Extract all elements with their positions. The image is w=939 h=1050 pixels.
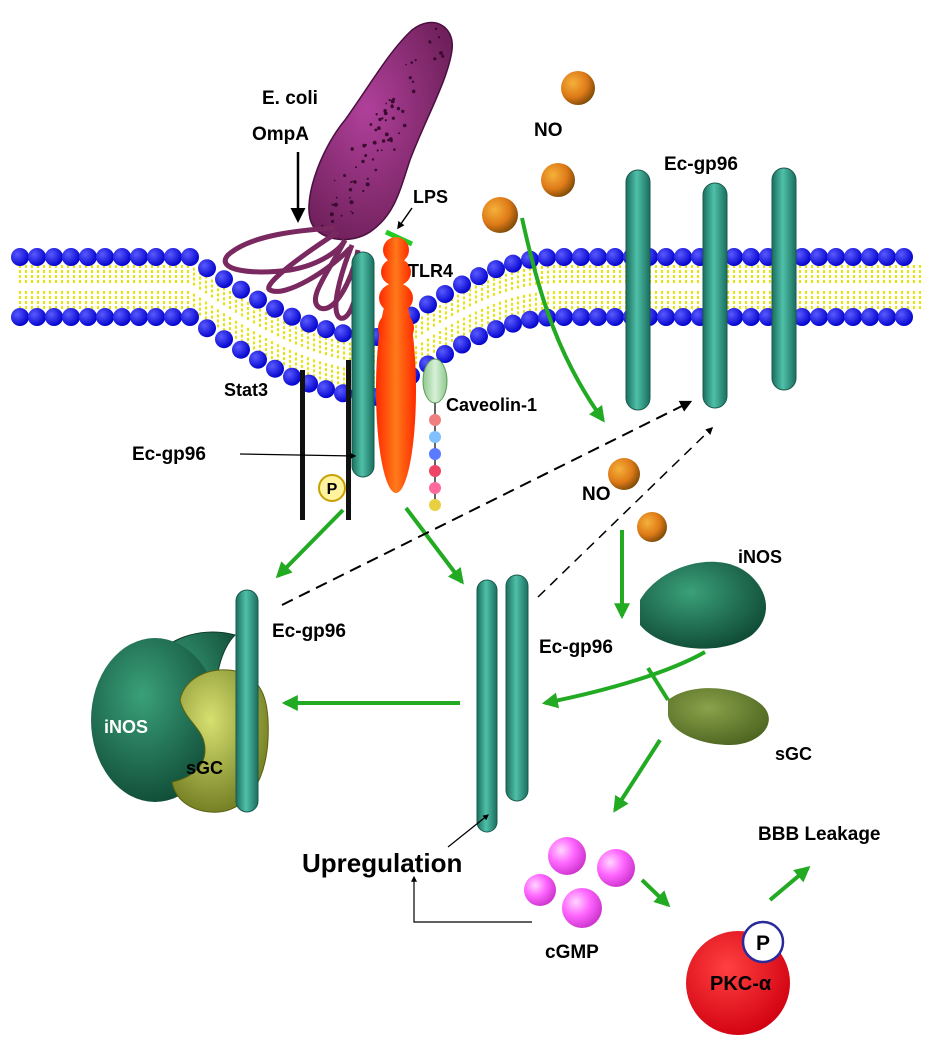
- tlr4-receptor: [376, 237, 416, 493]
- no-molecule-2: [541, 163, 575, 197]
- caveolin-1-protein: [422, 358, 448, 511]
- cgmp-feedback-arrow: [411, 875, 532, 923]
- stat3-phospho-badge: P: [318, 474, 346, 502]
- inhibition-mark: [646, 666, 670, 702]
- lps-label: LPS: [413, 187, 448, 207]
- dashed-arrow-long: [281, 400, 693, 606]
- dashed-arrow-short: [537, 426, 714, 598]
- pkc-phospho-p: P: [756, 932, 770, 955]
- ecgp96-left-cluster-label: Ec-gp96: [272, 621, 346, 642]
- pkc-phospho-badge: P: [741, 920, 785, 964]
- stat3-phospho-p: P: [327, 481, 338, 498]
- no-molecule-4: [608, 458, 640, 490]
- upregulation-arrow: [447, 814, 489, 848]
- sgc-left-label: sGC: [186, 758, 223, 778]
- upregulation-label: Upregulation: [302, 848, 462, 878]
- ecgp96-membrane-cylinder: [351, 251, 375, 478]
- caveolin-label: Caveolin-1: [446, 395, 537, 415]
- inos-sgc-complex: [91, 589, 269, 813]
- ompa-protein: [222, 225, 365, 321]
- arrow-cgmp-to-pkc: [640, 878, 671, 908]
- no-molecules: [482, 71, 667, 542]
- bbb-leakage-label: BBB Leakage: [758, 824, 881, 845]
- sgc-right-label: sGC: [775, 744, 812, 764]
- ecgp96-top-label: Ec-gp96: [664, 154, 738, 175]
- arrow-no-to-inos: [520, 217, 605, 423]
- no-molecule-5: [637, 512, 667, 542]
- arrow-tlr4-to-gp96: [404, 506, 464, 585]
- pkc-label: PKC-α: [710, 973, 772, 995]
- tlr4-label: TLR4: [408, 261, 453, 281]
- ecgp96-center-pair: [476, 574, 529, 833]
- ecgp96-membrane-cluster: [625, 167, 797, 411]
- ecgp96-pointer-label: Ec-gp96: [132, 444, 206, 465]
- arrow-stat3-to-gp96: [275, 508, 345, 579]
- cgmp-label: cGMP: [545, 942, 599, 963]
- no-molecule-3: [482, 197, 518, 233]
- ecgp96-pointer-arrow: [239, 452, 357, 460]
- no-mid-label: NO: [582, 484, 611, 505]
- no-molecule-1: [561, 71, 595, 105]
- stat3-protein: [300, 360, 351, 520]
- ompa-label: OmpA: [252, 124, 309, 145]
- arrow-inos-to-gp96: [541, 650, 706, 709]
- stat3-label: Stat3: [224, 380, 268, 400]
- green-arrows: [275, 217, 811, 908]
- ecoli-bacterium: [308, 21, 453, 241]
- inos-left-label: iNOS: [104, 717, 148, 737]
- inos-right-label: iNOS: [738, 547, 782, 567]
- arrow-pkc-to-bbb: [768, 865, 811, 902]
- no-top-label: NO: [534, 120, 563, 141]
- cgmp-molecules: [524, 837, 635, 928]
- ecgp96-center-label: Ec-gp96: [539, 637, 613, 658]
- lps-pointer-arrow: [397, 207, 413, 230]
- sgc-enzyme-right: [668, 688, 769, 745]
- ecoli-label: E. coli: [262, 88, 318, 109]
- arrow-sgc-to-cgmp: [613, 738, 662, 813]
- inos-enzyme-right: [640, 561, 766, 649]
